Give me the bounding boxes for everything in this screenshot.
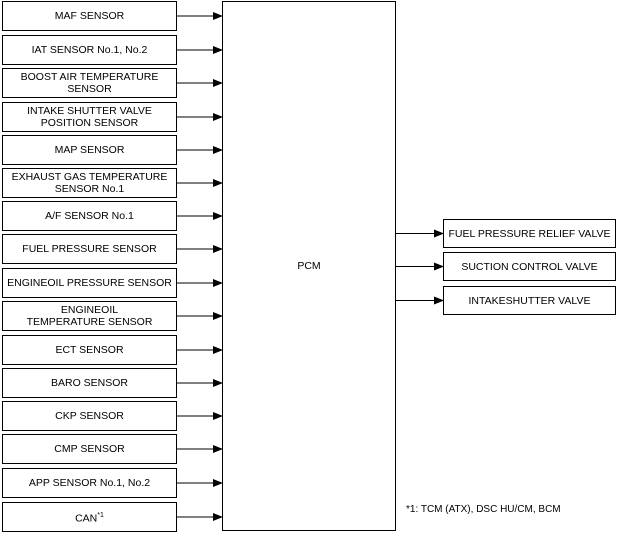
pcm-label: PCM [297,260,321,272]
input-box-fuel-pressure: FUEL PRESSURE SENSOR [2,234,177,264]
input-box-boost: BOOST AIR TEMPERATURE SENSOR [2,68,177,98]
input-label-shutter-pos: INTAKE SHUTTER VALVE POSITION SENSOR [27,105,152,129]
input-box-app: APP SENSOR No.1, No.2 [2,468,177,498]
output-label-scv: SUCTION CONTROL VALVE [461,260,598,273]
input-box-af: A/F SENSOR No.1 [2,201,177,231]
input-label-iat: IAT SENSOR No.1, No.2 [31,44,148,56]
input-label-can: CAN*1 [75,511,104,525]
input-box-cmp: CMP SENSOR [2,434,177,464]
input-box-egt: EXHAUST GAS TEMPERATURE SENSOR No.1 [2,168,177,198]
output-box-isv: INTAKESHUTTER VALVE [443,286,616,315]
input-label-ckp: CKP SENSOR [55,410,124,422]
input-box-ect: ECT SENSOR [2,335,177,365]
input-label-baro: BARO SENSOR [50,377,129,389]
input-label-fuel-pressure: FUEL PRESSURE SENSOR [22,243,157,255]
input-box-oil-pressure: ENGINEOIL PRESSURE SENSOR [2,268,177,298]
input-label-cmp: CMP SENSOR [54,443,125,455]
output-box-fprv: FUEL PRESSURE RELIEF VALVE [443,219,616,248]
input-label-map: MAP SENSOR [54,144,125,156]
input-box-ckp: CKP SENSOR [2,401,177,431]
input-label-egt: EXHAUST GAS TEMPERATURE SENSOR No.1 [11,171,168,195]
input-box-baro: BARO SENSOR [2,368,177,398]
input-label-oil-temp: ENGINEOIL TEMPERATURE SENSOR [26,304,153,328]
input-box-can: CAN*1 [2,502,177,532]
output-label-isv: INTAKESHUTTER VALVE [468,294,591,307]
input-label-af: A/F SENSOR No.1 [45,210,134,222]
input-label-boost: BOOST AIR TEMPERATURE SENSOR [20,71,159,95]
pcm-block: PCM [222,1,396,531]
input-label-app: APP SENSOR No.1, No.2 [28,477,151,489]
footnote: *1: TCM (ATX), DSC HU/CM, BCM [406,504,561,515]
input-label-oil-pressure: ENGINEOIL PRESSURE SENSOR [7,277,172,289]
input-label-ect: ECT SENSOR [55,344,124,356]
output-box-scv: SUCTION CONTROL VALVE [443,252,616,281]
input-box-shutter-pos: INTAKE SHUTTER VALVE POSITION SENSOR [2,102,177,132]
input-label-maf: MAF SENSOR [54,10,125,22]
output-label-fprv: FUEL PRESSURE RELIEF VALVE [448,227,611,240]
input-box-maf: MAF SENSOR [2,1,177,31]
input-box-iat: IAT SENSOR No.1, No.2 [2,35,177,65]
input-box-oil-temp: ENGINEOIL TEMPERATURE SENSOR [2,301,177,331]
input-footnote-ref-can: *1 [97,511,104,519]
input-box-map: MAP SENSOR [2,135,177,165]
